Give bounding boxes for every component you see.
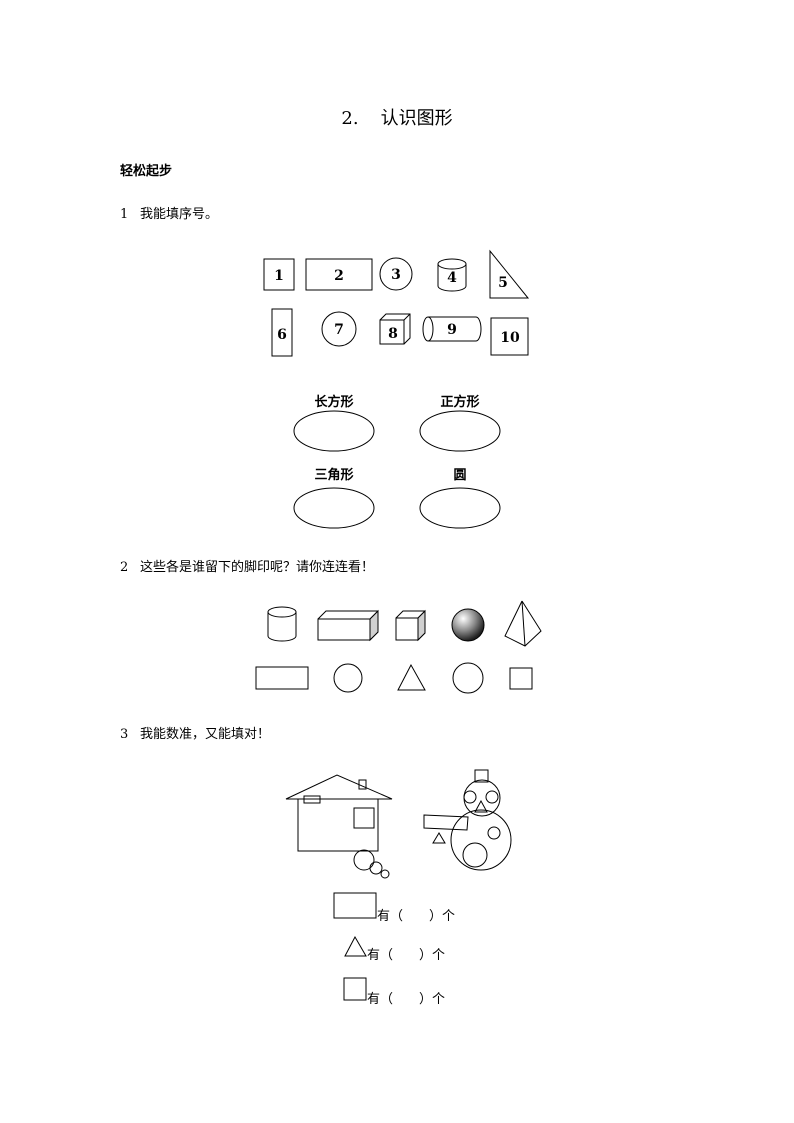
shape-cube-8 [379, 313, 411, 345]
category-oval[interactable] [293, 410, 375, 452]
question-text: 这些各是谁留下的脚印呢？请你连连看！ [140, 560, 375, 575]
footprint-circle[interactable] [333, 663, 363, 693]
section-heading: 轻松起步 [120, 164, 173, 179]
shape-number: 8 [388, 326, 398, 342]
shape-number: 1 [274, 268, 284, 284]
count-rectangle-icon [333, 892, 377, 919]
question-number: 3 [120, 727, 129, 742]
category-oval[interactable] [419, 410, 501, 452]
question-text: 我能数准，又能填对！ [140, 727, 271, 742]
footprint-circle[interactable] [452, 662, 484, 694]
shape-cylinder-9 [422, 316, 482, 342]
solid-pyramid [504, 600, 542, 647]
shape-cylinder-4 [437, 258, 467, 292]
category-label: 长方形 [314, 395, 354, 410]
shape-circle-7 [321, 311, 357, 347]
count-rectangle-text[interactable]: 有（ ）个 [377, 909, 456, 924]
shape-number: 10 [500, 330, 520, 346]
count-square-text[interactable]: 有（ ）个 [367, 992, 446, 1007]
question-3: 3 我能数准，又能填对！ [120, 723, 270, 742]
snowman-figure [423, 769, 512, 871]
shape-number: 3 [391, 267, 401, 283]
question-2: 2 这些各是谁留下的脚印呢？请你连连看！ [120, 556, 374, 575]
shape-circle-3 [379, 257, 413, 291]
shape-number: 6 [277, 327, 287, 343]
category-label: 三角形 [314, 468, 354, 483]
question-1: 1 我能填序号。 [120, 203, 218, 222]
footprint-square[interactable] [509, 667, 533, 690]
title-text: 认识图形 [380, 108, 453, 129]
category-label: 正方形 [440, 395, 480, 410]
shape-rectangle-2 [305, 258, 373, 291]
shape-number: 4 [447, 270, 457, 286]
house-figure [285, 774, 393, 879]
category-label: 圆 [453, 468, 467, 483]
count-triangle-icon [344, 935, 367, 957]
footprint-triangle[interactable] [397, 663, 426, 691]
shape-triangle-5 [489, 249, 530, 299]
category-oval[interactable] [293, 487, 375, 529]
title-number: 2. [341, 108, 359, 129]
shape-number: 7 [334, 322, 344, 338]
shape-number: 2 [334, 268, 344, 284]
solid-cylinder [267, 606, 297, 642]
question-number: 1 [120, 207, 129, 222]
count-square-icon [343, 977, 367, 1001]
question-number: 2 [120, 560, 129, 575]
footprint-rectangle[interactable] [255, 666, 309, 690]
shape-rectangle-6 [271, 308, 293, 357]
shape-number: 5 [498, 275, 508, 291]
shape-square-10 [490, 317, 529, 356]
count-triangle-text[interactable]: 有（ ）个 [367, 948, 446, 963]
category-oval[interactable] [419, 487, 501, 529]
question-text: 我能填序号。 [140, 207, 219, 222]
solid-sphere [451, 608, 485, 642]
solid-cuboid [317, 610, 379, 641]
page-title: 2. 认识图形 [0, 104, 794, 130]
shape-number: 9 [447, 322, 457, 338]
shape-square-1 [263, 258, 295, 291]
